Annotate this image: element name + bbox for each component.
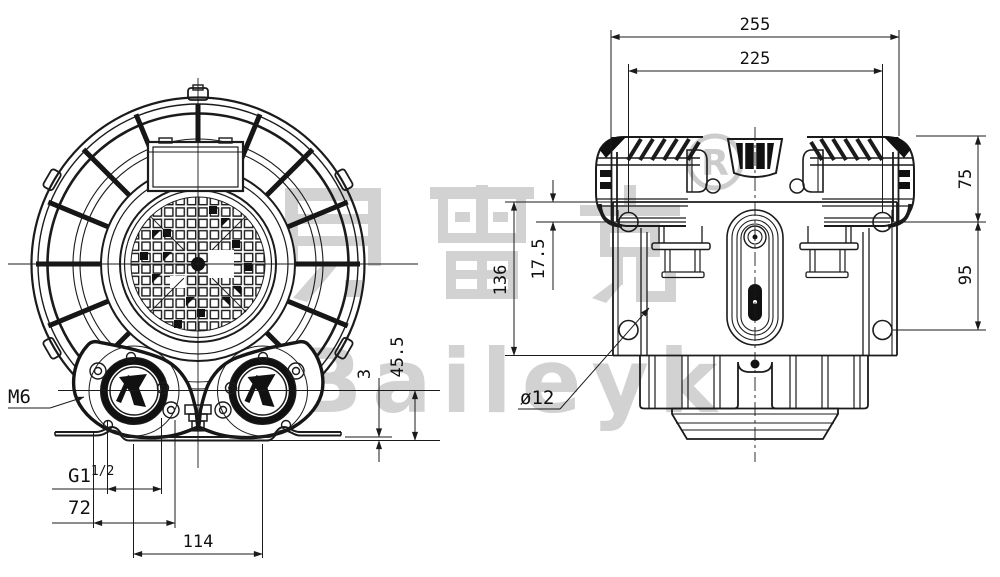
dimension-label-255: 255	[740, 15, 771, 35]
dimension-label-m6: M6	[8, 386, 31, 408]
dimension-label-dia12: ø12	[520, 387, 554, 409]
front-view: M6 G11/2 72 114 3	[8, 78, 440, 558]
dimension-label-114: 114	[183, 532, 214, 552]
watermark: Baileyk R	[285, 133, 744, 433]
center-bracket	[184, 404, 212, 430]
front-view-dimensions: M6 G11/2 72 114 3	[8, 337, 440, 558]
top-hole-right	[789, 178, 805, 194]
side-view: 255 225 75 95 136 17.5	[491, 15, 986, 462]
watermark-cjk-bei	[285, 188, 381, 302]
side-view-dimensions: 255 225 75 95 136 17.5	[491, 15, 986, 410]
dimension-label-17-5: 17.5	[529, 239, 549, 280]
dimension-label-75: 75	[956, 169, 976, 189]
dimension-label-95: 95	[956, 265, 976, 285]
watermark-latin: Baileyk	[295, 330, 727, 433]
dimension-label-3: 3	[355, 369, 375, 379]
dimension-label-136: 136	[491, 265, 511, 296]
dimension-label-g-thread: G11/2	[68, 464, 114, 487]
dimension-label-225: 225	[740, 49, 771, 69]
flange-bolt-holes	[89, 351, 305, 431]
terminal-box	[146, 137, 245, 193]
dimension-label-72: 72	[68, 497, 91, 519]
svg-text:R: R	[701, 143, 729, 184]
top-hole-left	[705, 178, 721, 194]
dimension-label-45-5: 45.5	[388, 337, 408, 378]
